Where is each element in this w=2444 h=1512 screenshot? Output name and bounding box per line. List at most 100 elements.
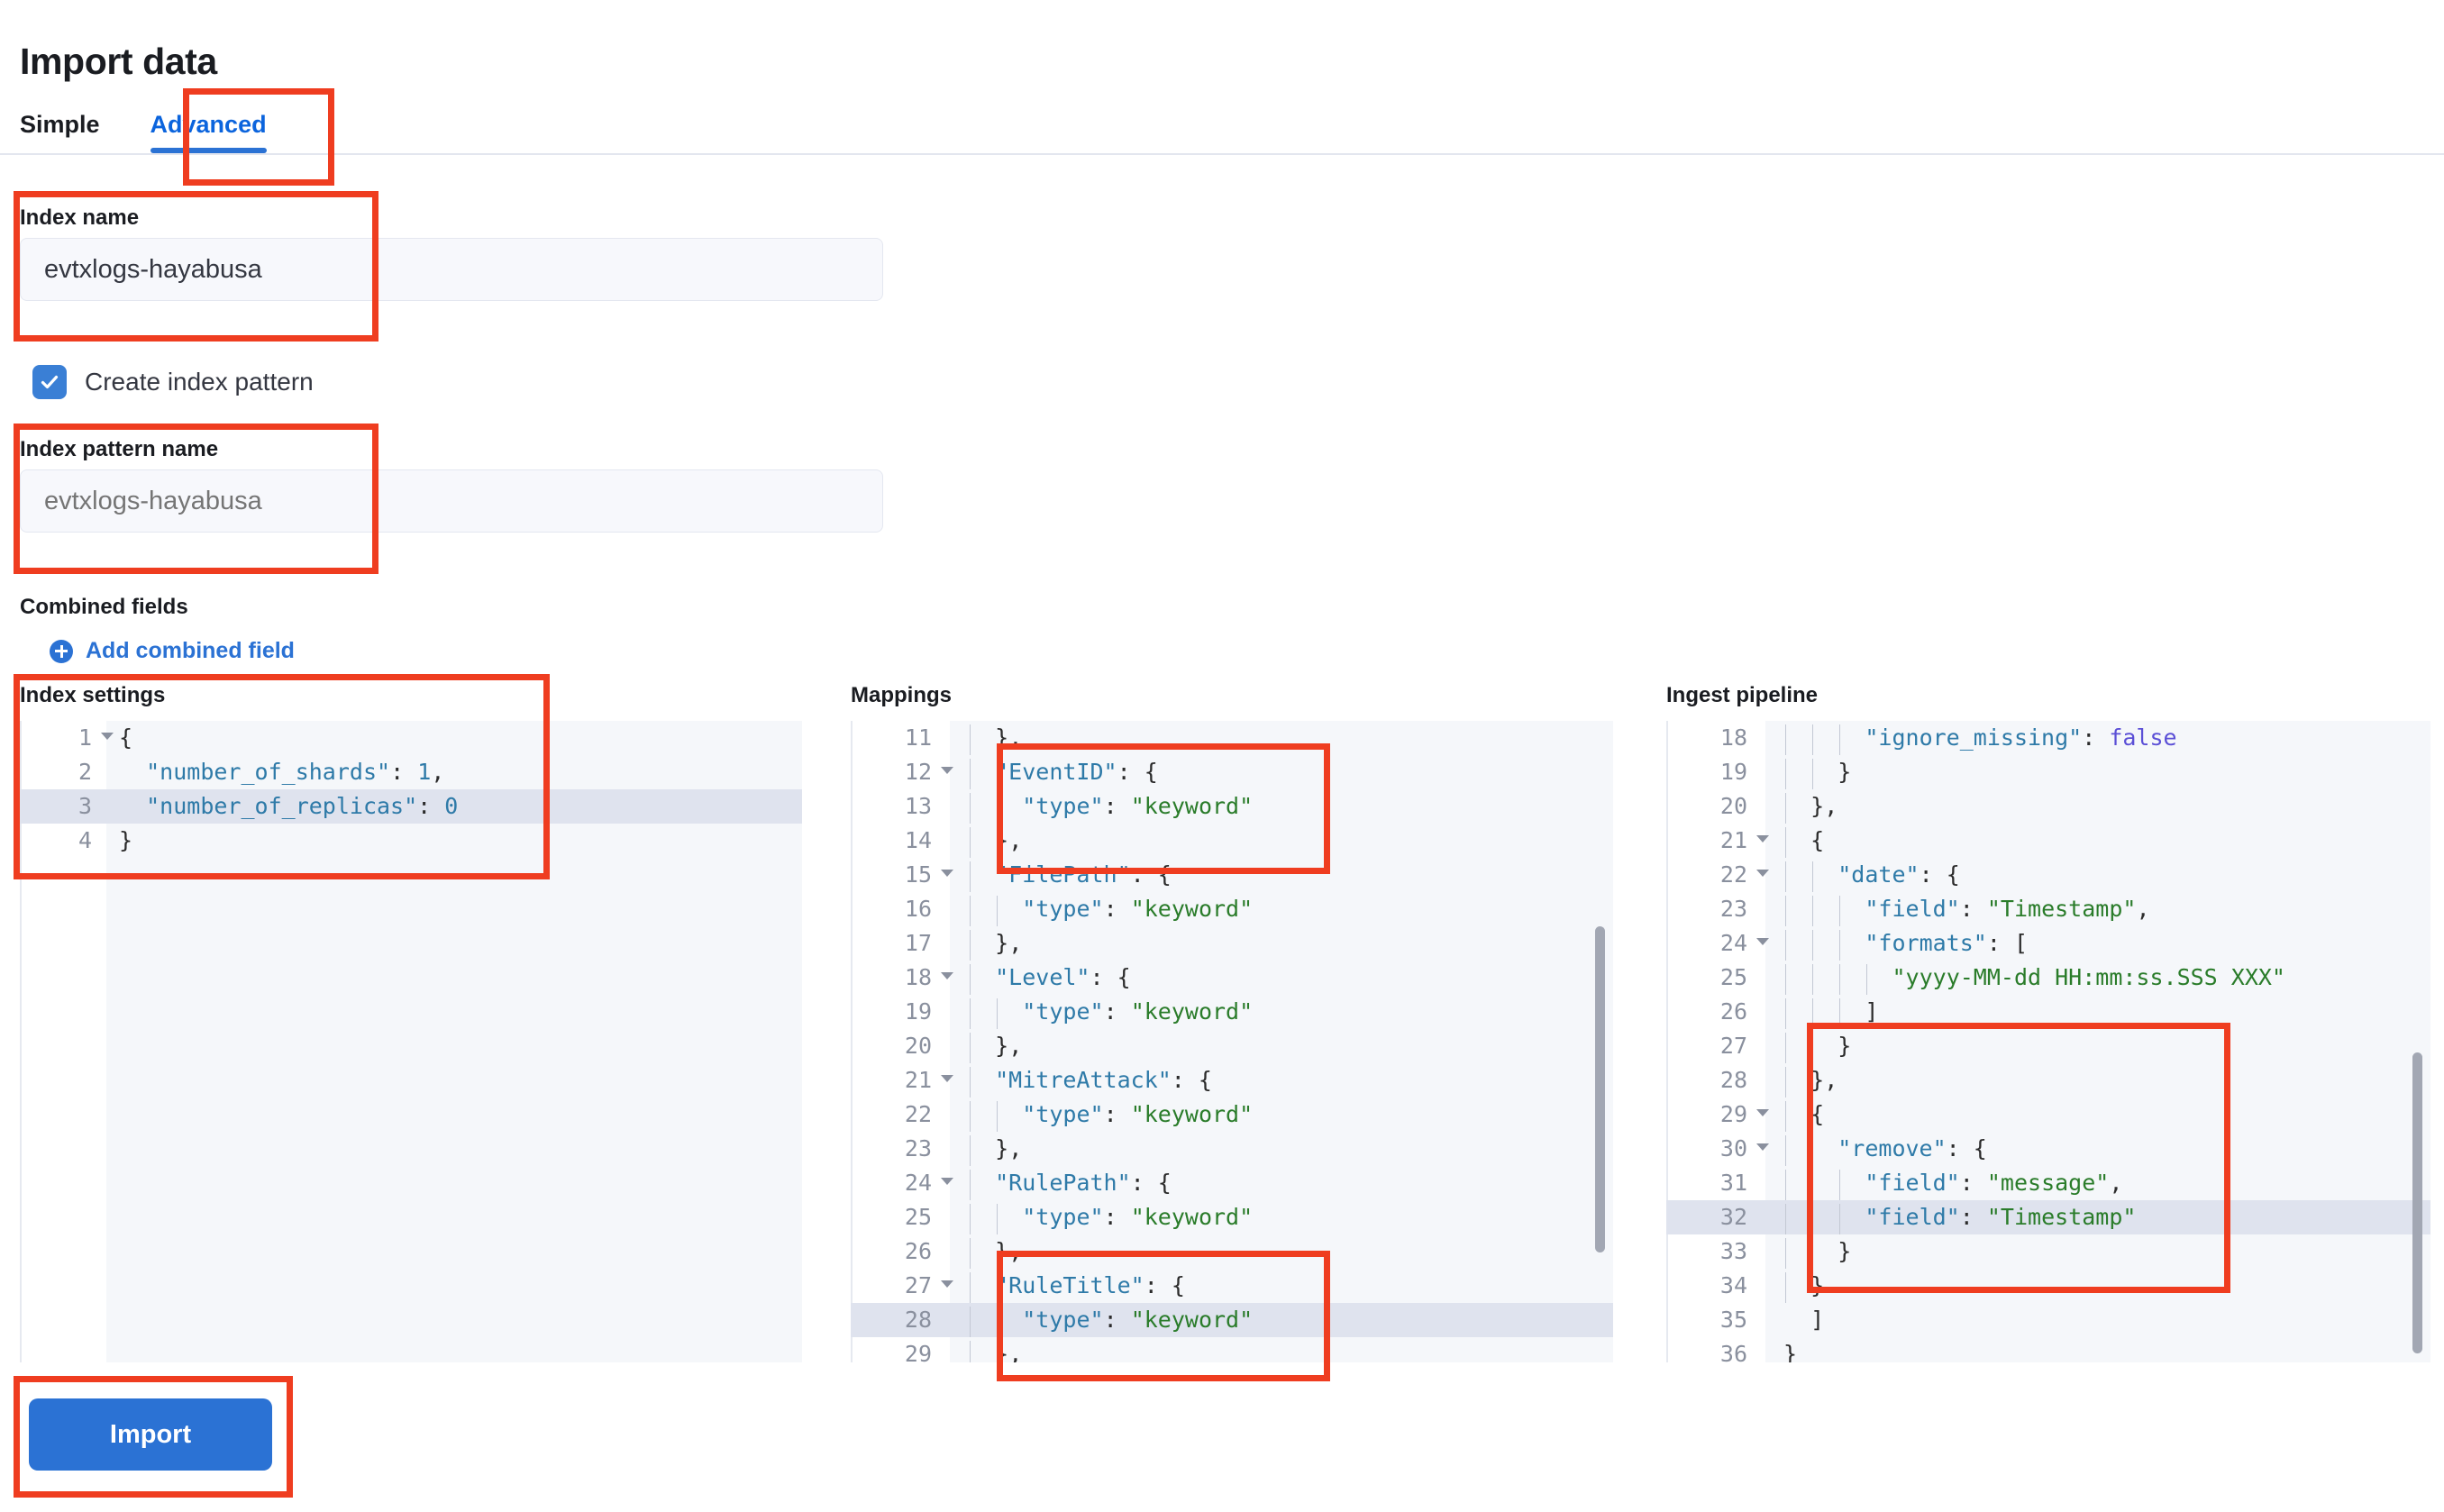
line-number: 13 [904,793,932,819]
line-number: 23 [1719,896,1747,922]
code-line[interactable]: 20 }, [1666,789,2430,824]
code-line[interactable]: 18 "ignore_missing": false [1666,721,2430,755]
code-line[interactable]: 1{ [20,721,802,755]
fold-arrow-icon[interactable] [1756,870,1769,877]
code-text: "MitreAttack": { [995,1067,1212,1093]
fold-arrow-icon[interactable] [941,1075,953,1082]
line-number: 21 [904,1067,932,1093]
fold-arrow-icon[interactable] [1756,938,1769,945]
code-line[interactable]: 36} [1666,1337,2430,1362]
code-line[interactable]: 12 "EventID": { [851,755,1613,789]
code-line[interactable]: 28 "type": "keyword" [851,1303,1613,1337]
code-line[interactable]: 2 "number_of_shards": 1, [20,755,802,789]
code-line[interactable]: 26 }, [851,1234,1613,1269]
code-line[interactable]: 23 "field": "Timestamp", [1666,892,2430,926]
indent-guide [1785,896,1786,926]
import-button[interactable]: Import [29,1398,272,1471]
code-line[interactable]: 29 }, [851,1337,1613,1362]
code-line[interactable]: 4} [20,824,802,858]
code-text: } [1810,1272,1825,1298]
code-line[interactable]: 23 }, [851,1132,1613,1166]
fold-arrow-icon[interactable] [101,733,114,740]
index-settings-editor[interactable]: 1{2 "number_of_shards": 1,3 "number_of_r… [20,721,802,1362]
indent-guide [1785,759,1786,789]
indent-guide [1785,964,1786,995]
fold-arrow-icon[interactable] [941,767,953,774]
indent-guide [970,964,971,995]
code-line[interactable]: 25 "yyyy-MM-dd HH:mm:ss.SSS XXX" [1666,961,2430,995]
create-index-pattern-checkbox[interactable] [32,365,67,399]
code-line[interactable]: 29 { [1666,1098,2430,1132]
code-text: "FilePath": { [995,861,1172,888]
ingest-pipeline-scrollbar[interactable] [2412,1052,2422,1353]
code-line[interactable]: 22 "date": { [1666,858,2430,892]
fold-arrow-icon[interactable] [941,1280,953,1288]
code-line[interactable]: 13 "type": "keyword" [851,789,1613,824]
add-combined-field-button[interactable]: Add combined field [50,638,295,664]
code-line[interactable]: 24 "RulePath": { [851,1166,1613,1200]
code-line[interactable]: 31 "field": "message", [1666,1166,2430,1200]
code-text: }, [995,827,1023,853]
tab-advanced[interactable]: Advanced [123,113,294,153]
code-line[interactable]: 28 }, [1666,1063,2430,1098]
code-line[interactable]: 26 ] [1666,995,2430,1029]
code-line[interactable]: 19 } [1666,755,2430,789]
code-line[interactable]: 27 "RuleTitle": { [851,1269,1613,1303]
code-line[interactable]: 35 ] [1666,1303,2430,1337]
mappings-editor[interactable]: 11 },12 "EventID": {13 "type": "keyword"… [851,721,1613,1362]
line-number: 25 [1719,964,1747,990]
fold-arrow-icon[interactable] [1756,835,1769,843]
code-line[interactable]: 21 { [1666,824,2430,858]
code-line[interactable]: 32 "field": "Timestamp" [1666,1200,2430,1234]
code-text: "type": "keyword" [1022,1204,1254,1230]
code-text: "number_of_shards": 1, [146,759,445,785]
code-text: "RulePath": { [995,1170,1172,1196]
code-line[interactable]: 24 "formats": [ [1666,926,2430,961]
code-line[interactable]: 11 }, [851,721,1613,755]
code-line[interactable]: 16 "type": "keyword" [851,892,1613,926]
code-line[interactable]: 30 "remove": { [1666,1132,2430,1166]
create-index-pattern-row[interactable]: Create index pattern [32,365,314,399]
line-number: 26 [1719,998,1747,1025]
mappings-scrollbar[interactable] [1595,926,1605,1252]
code-line[interactable]: 18 "Level": { [851,961,1613,995]
code-line[interactable]: 34 } [1666,1269,2430,1303]
code-text: }, [995,724,1023,751]
fold-arrow-icon[interactable] [1756,1143,1769,1151]
editor-gutter [1666,721,1765,1362]
code-text: }, [995,1238,1023,1264]
code-line[interactable]: 27 } [1666,1029,2430,1063]
indent-guide [1839,724,1841,755]
ingest-pipeline-title: Ingest pipeline [1666,683,1819,707]
indent-guide [1785,1101,1786,1132]
code-line[interactable]: 14 }, [851,824,1613,858]
code-text: }, [995,930,1023,956]
indent-guide [970,1272,971,1303]
fold-arrow-icon[interactable] [941,1178,953,1185]
line-number: 23 [904,1135,932,1161]
tab-simple[interactable]: Simple [20,111,100,138]
editor-gutter [851,721,950,1362]
line-number: 25 [904,1204,932,1230]
fold-arrow-icon[interactable] [941,870,953,877]
line-number: 22 [904,1101,932,1127]
index-name-input[interactable] [20,238,883,301]
code-line[interactable]: 33 } [1666,1234,2430,1269]
fold-arrow-icon[interactable] [941,972,953,979]
code-line[interactable]: 3 "number_of_replicas": 0 [20,789,802,824]
code-line[interactable]: 20 }, [851,1029,1613,1063]
fold-arrow-icon[interactable] [1756,1109,1769,1116]
code-text: { [119,724,133,751]
code-line[interactable]: 15 "FilePath": { [851,858,1613,892]
code-line[interactable]: 25 "type": "keyword" [851,1200,1613,1234]
indent-guide [1785,1170,1786,1200]
code-line[interactable]: 21 "MitreAttack": { [851,1063,1613,1098]
index-pattern-name-input[interactable] [20,469,883,533]
line-number: 2 [78,759,92,785]
indent-guide [970,759,971,789]
indent-guide [1839,896,1841,926]
code-line[interactable]: 22 "type": "keyword" [851,1098,1613,1132]
code-line[interactable]: 19 "type": "keyword" [851,995,1613,1029]
code-line[interactable]: 17 }, [851,926,1613,961]
